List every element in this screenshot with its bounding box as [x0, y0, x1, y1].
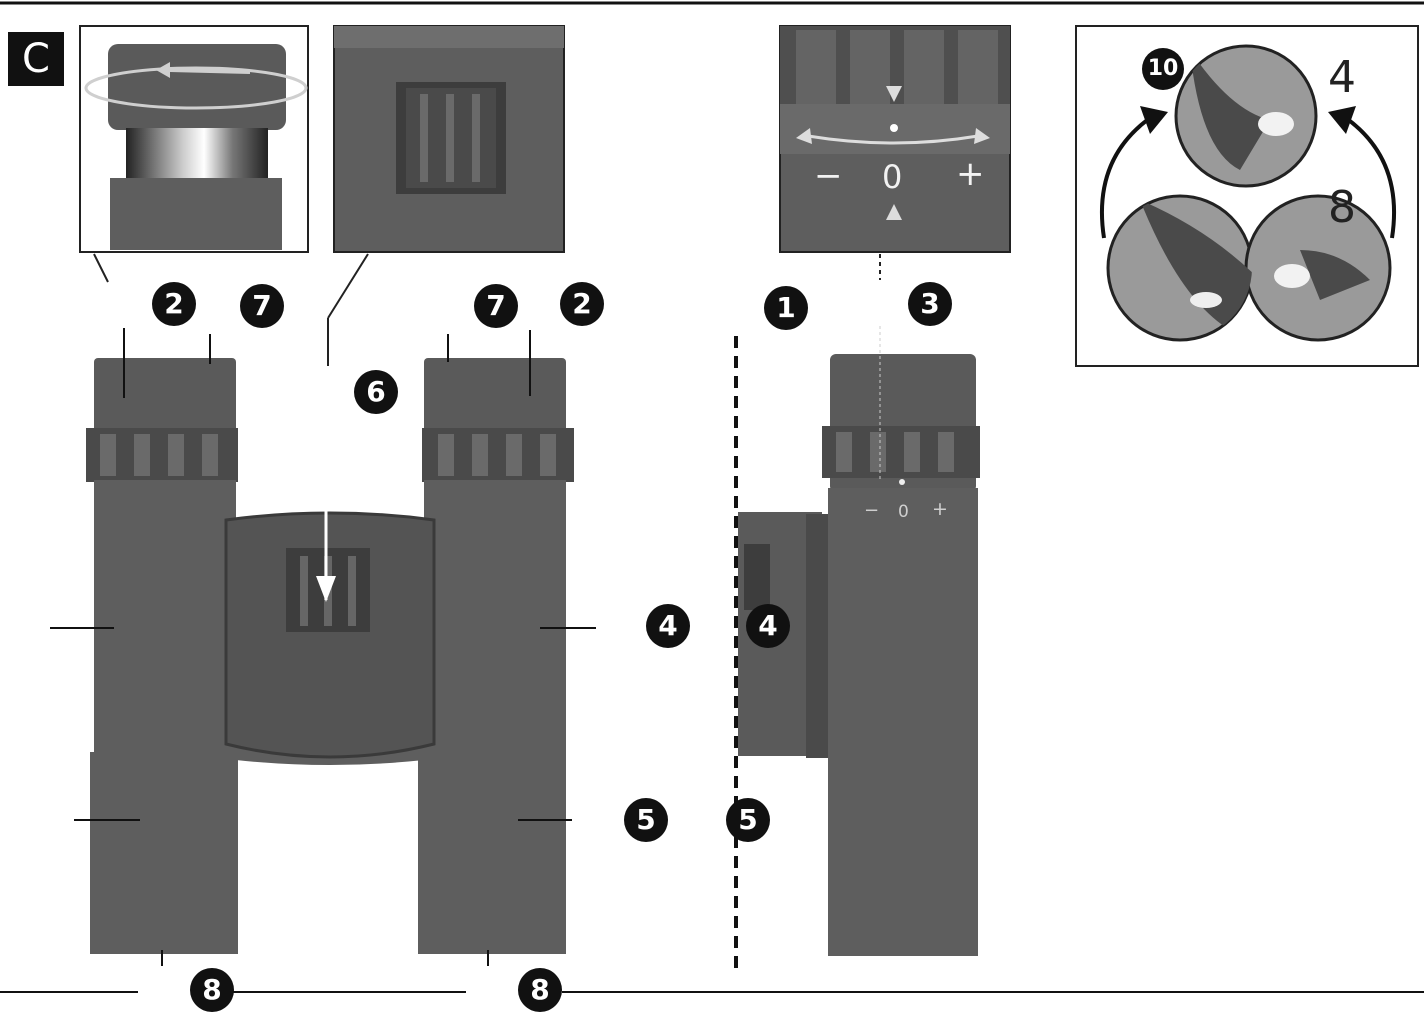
callout-diopter-scale: 3 [908, 282, 952, 326]
callout-ring-right: 7 [474, 284, 518, 328]
callout-body-right: 4 [646, 604, 690, 648]
side-diopter-plus: + [932, 498, 948, 520]
alignment-top-number: 4 [1328, 52, 1356, 103]
binocular-side [738, 326, 980, 956]
callout-ring-left: 7 [240, 284, 284, 328]
callout-objective-left: 8 [190, 968, 234, 1012]
callout-body-side: 4 [746, 604, 790, 648]
diopter-minus: − [814, 156, 843, 196]
eyecup-inset [79, 25, 309, 283]
callout-barrel-right: 5 [624, 798, 668, 842]
diopter-zero: 0 [882, 158, 903, 196]
alignment-inset-art [1099, 44, 1397, 342]
callout-eyecup-right: 2 [560, 282, 604, 326]
callout-barrel-side: 5 [726, 798, 770, 842]
leader-lines [50, 328, 596, 966]
side-diopter-zero: 0 [898, 502, 909, 522]
callout-bridge-wheel: 6 [354, 370, 398, 414]
diopter-inset [779, 25, 1011, 280]
callout-eyecup-left: 2 [152, 282, 196, 326]
callout-alignment: 10 [1142, 48, 1184, 90]
diopter-plus: + [956, 154, 985, 194]
alignment-bottom-number: 8 [1328, 182, 1356, 233]
binoculars-front [86, 358, 574, 954]
callout-objective-right: 8 [518, 968, 562, 1012]
callout-right-diopter: 1 [764, 286, 808, 330]
focus-wheel-inset [327, 25, 565, 366]
side-diopter-minus: − [864, 500, 880, 521]
section-label: C [8, 32, 64, 86]
